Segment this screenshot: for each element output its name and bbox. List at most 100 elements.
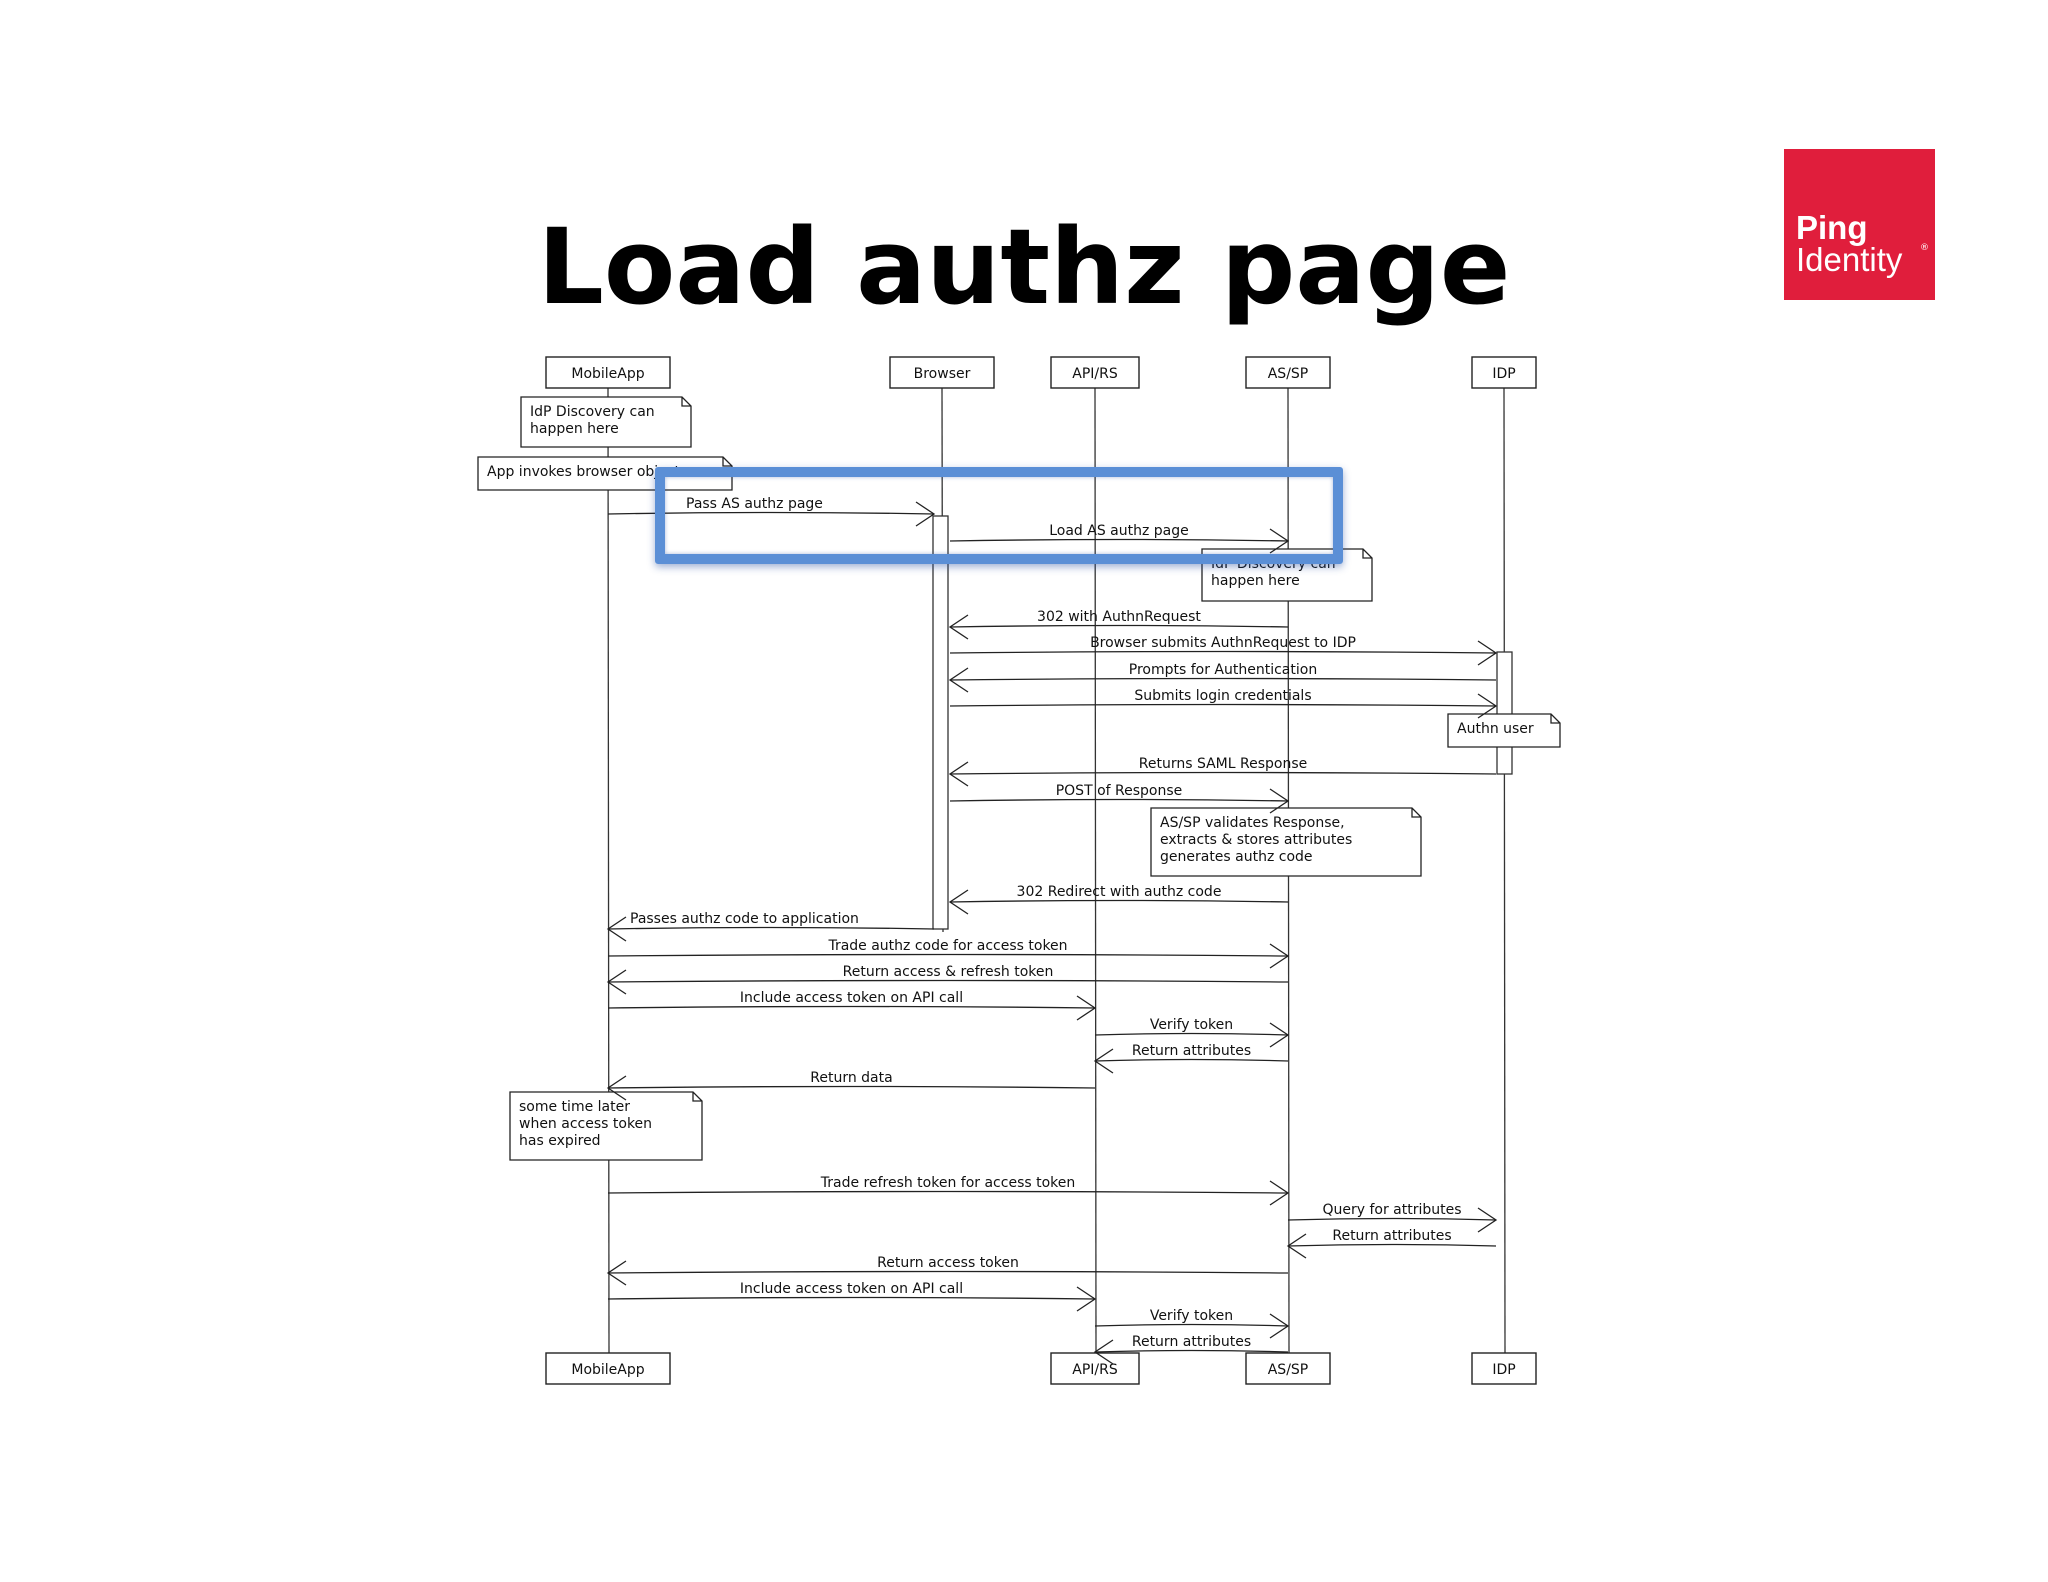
message-label-18: Return attributes [1332, 1228, 1451, 1244]
logo-registered-mark: ® [1920, 243, 1929, 253]
note-text-0-0: IdP Discovery can [530, 404, 655, 420]
participant-label-api-top: API/RS [1072, 366, 1118, 382]
message-label-19: Return access token [877, 1255, 1019, 1271]
message-arrow-1 [1269, 528, 1290, 554]
message-line-4 [949, 677, 1497, 681]
participant-label-browser-top: Browser [914, 366, 971, 382]
participant-box-idp-top [1471, 356, 1537, 389]
participant-label-idp-bottom: IDP [1492, 1362, 1515, 1378]
message-label-9: Passes authz code to application [630, 911, 859, 927]
note-text-4-0: AS/SP validates Response, [1160, 815, 1345, 831]
participant-box-as-top [1245, 356, 1331, 389]
message-arrow-9 [606, 916, 627, 942]
message-line-16 [607, 1190, 1289, 1194]
logo-line1: Ping [1796, 209, 1868, 246]
message-line-1 [949, 538, 1289, 542]
message-line-20 [607, 1296, 1096, 1300]
note-3 [1447, 713, 1561, 748]
note-text-5-0: some time later [519, 1099, 630, 1115]
activation-browser [932, 515, 949, 930]
note-0 [520, 396, 692, 448]
message-label-2: 302 with AuthnRequest [1037, 609, 1201, 625]
note-text-2-0: IdP Discovery can [1211, 556, 1336, 572]
participant-label-mobile-top: MobileApp [571, 366, 644, 382]
lifeline-idp [1503, 387, 1506, 1354]
participant-box-browser-top [889, 356, 995, 389]
message-line-22 [1094, 1349, 1289, 1353]
message-label-12: Include access token on API call [740, 990, 963, 1006]
message-line-0 [607, 511, 935, 515]
message-label-11: Return access & refresh token [843, 964, 1054, 980]
message-label-5: Submits login credentials [1134, 688, 1311, 704]
message-line-21 [1094, 1323, 1289, 1327]
message-arrow-12 [1076, 995, 1097, 1021]
message-arrow-14 [1093, 1048, 1114, 1074]
message-arrow-11 [606, 969, 627, 995]
note-text-2-1: happen here [1211, 573, 1300, 589]
lifeline-mobile [607, 387, 610, 1354]
message-label-10: Trade authz code for access token [827, 938, 1067, 954]
message-label-1: Load AS authz page [1049, 523, 1189, 539]
message-line-13 [1094, 1032, 1289, 1036]
message-line-15 [607, 1085, 1096, 1089]
message-line-12 [607, 1005, 1096, 1009]
message-arrow-15 [606, 1075, 627, 1101]
message-arrow-19 [606, 1260, 627, 1286]
message-label-14: Return attributes [1132, 1043, 1251, 1059]
participant-box-idp-bottom [1471, 1352, 1537, 1385]
message-line-9 [607, 926, 935, 930]
message-line-6 [949, 771, 1497, 775]
message-label-4: Prompts for Authentication [1129, 662, 1317, 678]
message-arrow-6 [948, 761, 969, 787]
message-arrow-21 [1269, 1313, 1290, 1339]
message-line-18 [1287, 1243, 1497, 1247]
message-line-2 [949, 624, 1289, 628]
note-5 [509, 1091, 703, 1161]
message-arrow-2 [948, 614, 969, 640]
message-label-21: Verify token [1150, 1308, 1233, 1324]
message-label-22: Return attributes [1132, 1334, 1251, 1350]
message-label-13: Verify token [1150, 1017, 1233, 1033]
message-label-3: Browser submits AuthnRequest to IDP [1090, 635, 1356, 651]
message-label-15: Return data [810, 1070, 892, 1086]
activation-idp [1496, 651, 1513, 775]
note-4 [1150, 807, 1422, 877]
message-arrow-4 [948, 667, 969, 693]
message-line-11 [607, 979, 1289, 983]
slide-title: Load authz page [537, 206, 1511, 328]
ping-identity-logo: Ping Identity ® [1784, 149, 1935, 300]
participant-box-as-bottom [1245, 1352, 1331, 1385]
participant-box-api-top [1050, 356, 1140, 389]
participant-label-idp-top: IDP [1492, 366, 1515, 382]
message-label-17: Query for attributes [1322, 1202, 1461, 1218]
message-arrow-17 [1477, 1207, 1498, 1233]
message-line-14 [1094, 1058, 1289, 1062]
participant-label-api-bottom: API/RS [1072, 1362, 1118, 1378]
message-line-7 [949, 798, 1289, 802]
message-line-3 [949, 650, 1497, 654]
note-text-5-2: has expired [519, 1133, 601, 1149]
note-text-3-0: Authn user [1457, 721, 1534, 737]
message-line-5 [949, 703, 1497, 707]
participant-label-as-bottom: AS/SP [1268, 1362, 1309, 1378]
message-arrow-3 [1477, 640, 1498, 666]
participant-box-mobile-top [545, 356, 671, 389]
message-arrow-13 [1269, 1022, 1290, 1048]
message-line-10 [607, 953, 1289, 957]
note-1 [477, 456, 733, 491]
participant-label-as-top: AS/SP [1268, 366, 1309, 382]
logo-line2: Identity [1796, 241, 1903, 278]
message-line-17 [1287, 1217, 1497, 1221]
message-line-8 [949, 899, 1289, 903]
participant-label-mobile-bottom: MobileApp [571, 1362, 644, 1378]
message-arrow-22 [1093, 1339, 1114, 1365]
message-label-0: Pass AS authz page [686, 496, 823, 512]
message-arrow-18 [1286, 1233, 1307, 1259]
note-text-0-1: happen here [530, 421, 619, 437]
message-label-8: 302 Redirect with authz code [1017, 884, 1222, 900]
message-arrow-0 [915, 501, 936, 527]
message-arrow-16 [1269, 1180, 1290, 1206]
message-arrow-20 [1076, 1286, 1097, 1312]
note-text-4-1: extracts & stores attributes [1160, 832, 1352, 848]
